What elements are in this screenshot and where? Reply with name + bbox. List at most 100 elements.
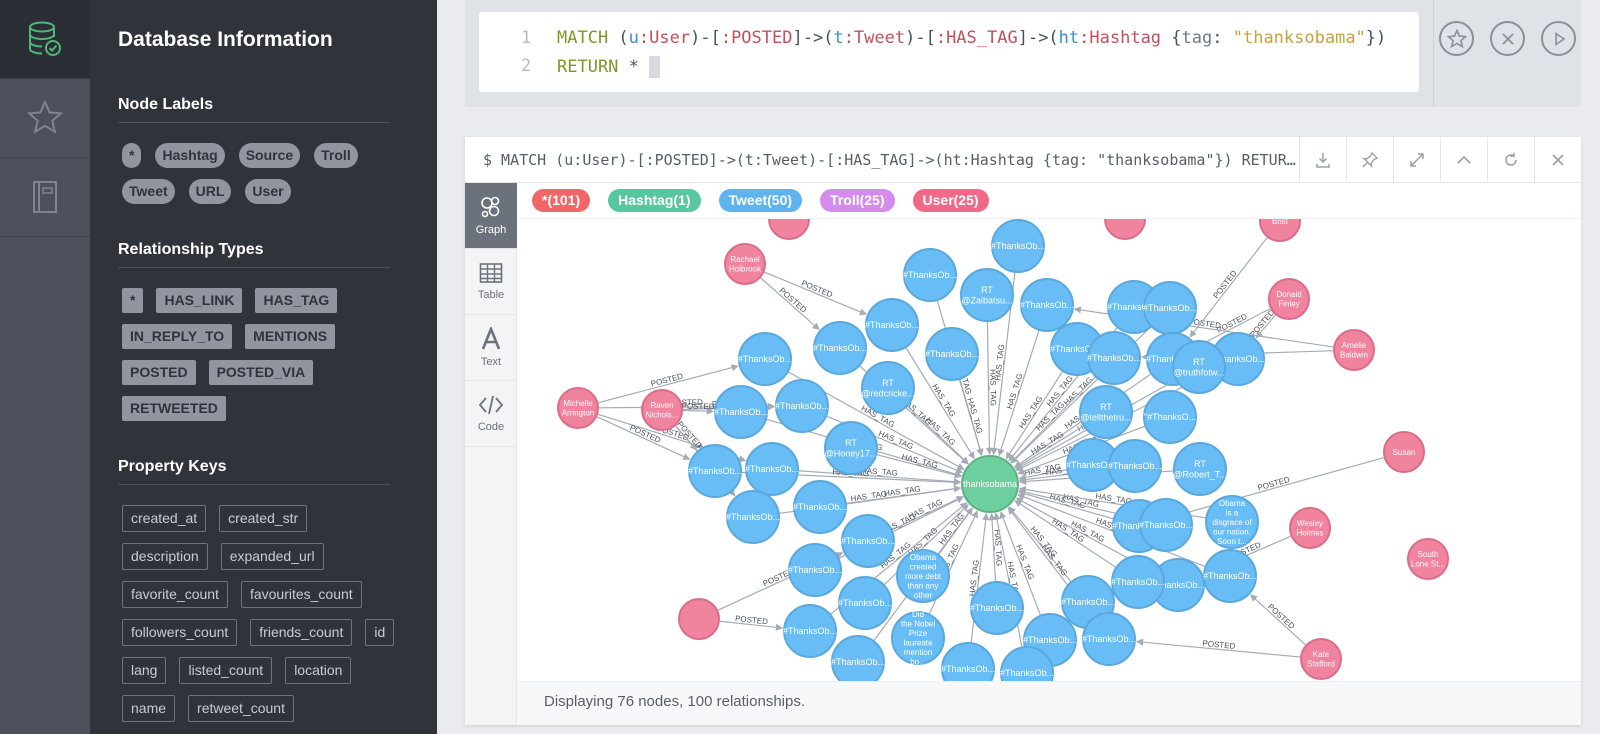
property-key-tag[interactable]: friends_count [250,619,353,646]
tweet-node[interactable]: RT@Honey17... [824,421,878,475]
property-key-tag[interactable]: followers_count [122,619,238,646]
tweet-node[interactable]: #ThanksOb... [831,635,885,681]
relationship-edge[interactable] [1018,490,1115,520]
node-label-tag[interactable]: URL [188,179,232,204]
tab-graph[interactable]: Graph [465,183,517,249]
tweet-node[interactable]: RT@tellthetru... [1079,385,1133,439]
tweet-node[interactable]: #ThanksOb... [745,442,799,496]
relationship-edge[interactable] [1014,500,1117,569]
relationship-edge[interactable] [997,329,1040,457]
user-node[interactable]: Susan [1383,431,1425,473]
property-key-tag[interactable]: created_str [219,505,308,532]
node-label-tag[interactable]: Tweet [122,179,175,204]
tweet-node[interactable]: #ThanksOb... [1108,439,1162,493]
relationship-edge[interactable] [958,378,984,457]
property-key-tag[interactable]: listed_count [179,657,273,684]
node-label-tag[interactable]: Troll [314,143,358,168]
tweet-node[interactable]: #ThanksOb... [738,332,792,386]
tab-text[interactable]: Text [465,315,517,381]
relationship-type-tag[interactable]: HAS_LINK [156,288,243,313]
tweet-node[interactable]: RT@Robert_T... [1173,442,1227,496]
property-key-tag[interactable]: retweet_count [188,695,294,722]
relationship-edge[interactable] [1014,425,1085,469]
collapse-button[interactable] [1440,137,1487,183]
tweet-node[interactable]: RT@truthfotw... [1172,340,1226,394]
node-label-tag[interactable]: * [122,143,142,168]
property-key-tag[interactable]: lang [122,657,167,684]
relationship-edge[interactable] [760,277,820,331]
tweet-node[interactable]: #ThanksOb... [775,379,829,433]
clear-button[interactable] [1490,21,1525,56]
pin-button[interactable] [1346,137,1393,183]
tweet-node[interactable]: #ThanksOb... [1000,646,1054,681]
relationship-edge[interactable] [1197,308,1271,347]
relationship-edge[interactable] [1010,376,1097,464]
relationship-edge[interactable] [905,346,975,460]
relationship-edge[interactable] [1189,237,1268,338]
relationship-type-tag[interactable]: * [122,288,144,313]
legend-chip[interactable]: *(101) [532,189,591,212]
tweet-node[interactable]: #ThanksOb... [1143,281,1197,335]
relationship-type-tag[interactable]: RETWEETED [122,396,226,421]
code-line-2[interactable]: RETURN * [557,56,661,78]
relationship-edge[interactable] [985,320,994,455]
tweet-node[interactable]: #ThanksOb... [1203,549,1257,603]
tweet-node[interactable]: #ThanksOb... [688,444,742,498]
user-node[interactable] [1104,219,1146,240]
relationship-edge[interactable] [937,507,973,556]
relationship-edge[interactable] [876,453,962,479]
relationship-edge[interactable] [845,485,962,505]
frame-query-text[interactable]: $ MATCH (u:User)-[:POSTED]->(t:Tweet)-[:… [483,151,1296,169]
code-line-1[interactable]: MATCH (u:User)-[:POSTED]->(t:Tweet)-[:HA… [557,28,1386,48]
property-key-tag[interactable]: description [122,543,208,570]
tweet-node[interactable]: RT@redcricke... [861,361,915,415]
hashtag-node[interactable]: thanksobama [961,455,1019,513]
user-node[interactable] [678,598,720,640]
user-node[interactable] [768,219,810,240]
tweet-node[interactable]: #ThanksOb... [714,385,768,439]
legend-chip[interactable]: Troll(25) [820,189,895,212]
tweet-node[interactable]: #ThanksOb... [1111,555,1165,609]
tweet-node[interactable]: #ThanksOb... [970,581,1024,635]
database-info-tab[interactable] [0,0,90,79]
property-key-tag[interactable]: favorite_count [122,581,228,608]
tab-table[interactable]: Table [465,249,517,315]
relationship-type-tag[interactable]: HAS_TAG [255,288,338,313]
relationship-edge[interactable] [797,470,961,486]
tweet-node[interactable]: #ThanksOb... [903,248,957,302]
relationship-type-tag[interactable]: MENTIONS [245,324,336,349]
node-label-tag[interactable]: Hashtag [155,143,225,168]
user-node[interactable]: RavenNichols... [641,389,683,431]
relationship-edge[interactable] [988,513,997,583]
download-button[interactable] [1299,137,1346,183]
property-key-tag[interactable]: name [122,695,176,722]
relationship-edge[interactable] [719,620,784,631]
favorites-tab[interactable] [0,79,90,158]
relationship-edge[interactable] [970,512,990,644]
relationship-edge[interactable] [1018,469,1068,481]
property-key-tag[interactable]: favourites_count [240,581,362,608]
property-key-tag[interactable]: expanded_url [220,543,324,570]
tweet-node[interactable]: #ThanksOb... [865,298,919,352]
tab-code[interactable]: Code [465,381,517,447]
relationship-edge[interactable] [1017,493,1206,568]
property-key-tag[interactable]: id [365,619,395,646]
relationship-edge[interactable] [764,271,867,316]
tweet-node[interactable]: #ThanksOb... [991,219,1045,273]
documents-tab[interactable] [0,158,90,237]
relationship-edge[interactable] [598,364,739,404]
tweet-node[interactable]: #ThanksOb... [813,321,867,375]
relationship-edge[interactable] [1135,638,1301,658]
relationship-edge[interactable] [1250,594,1306,646]
fullscreen-button[interactable] [1393,137,1440,183]
